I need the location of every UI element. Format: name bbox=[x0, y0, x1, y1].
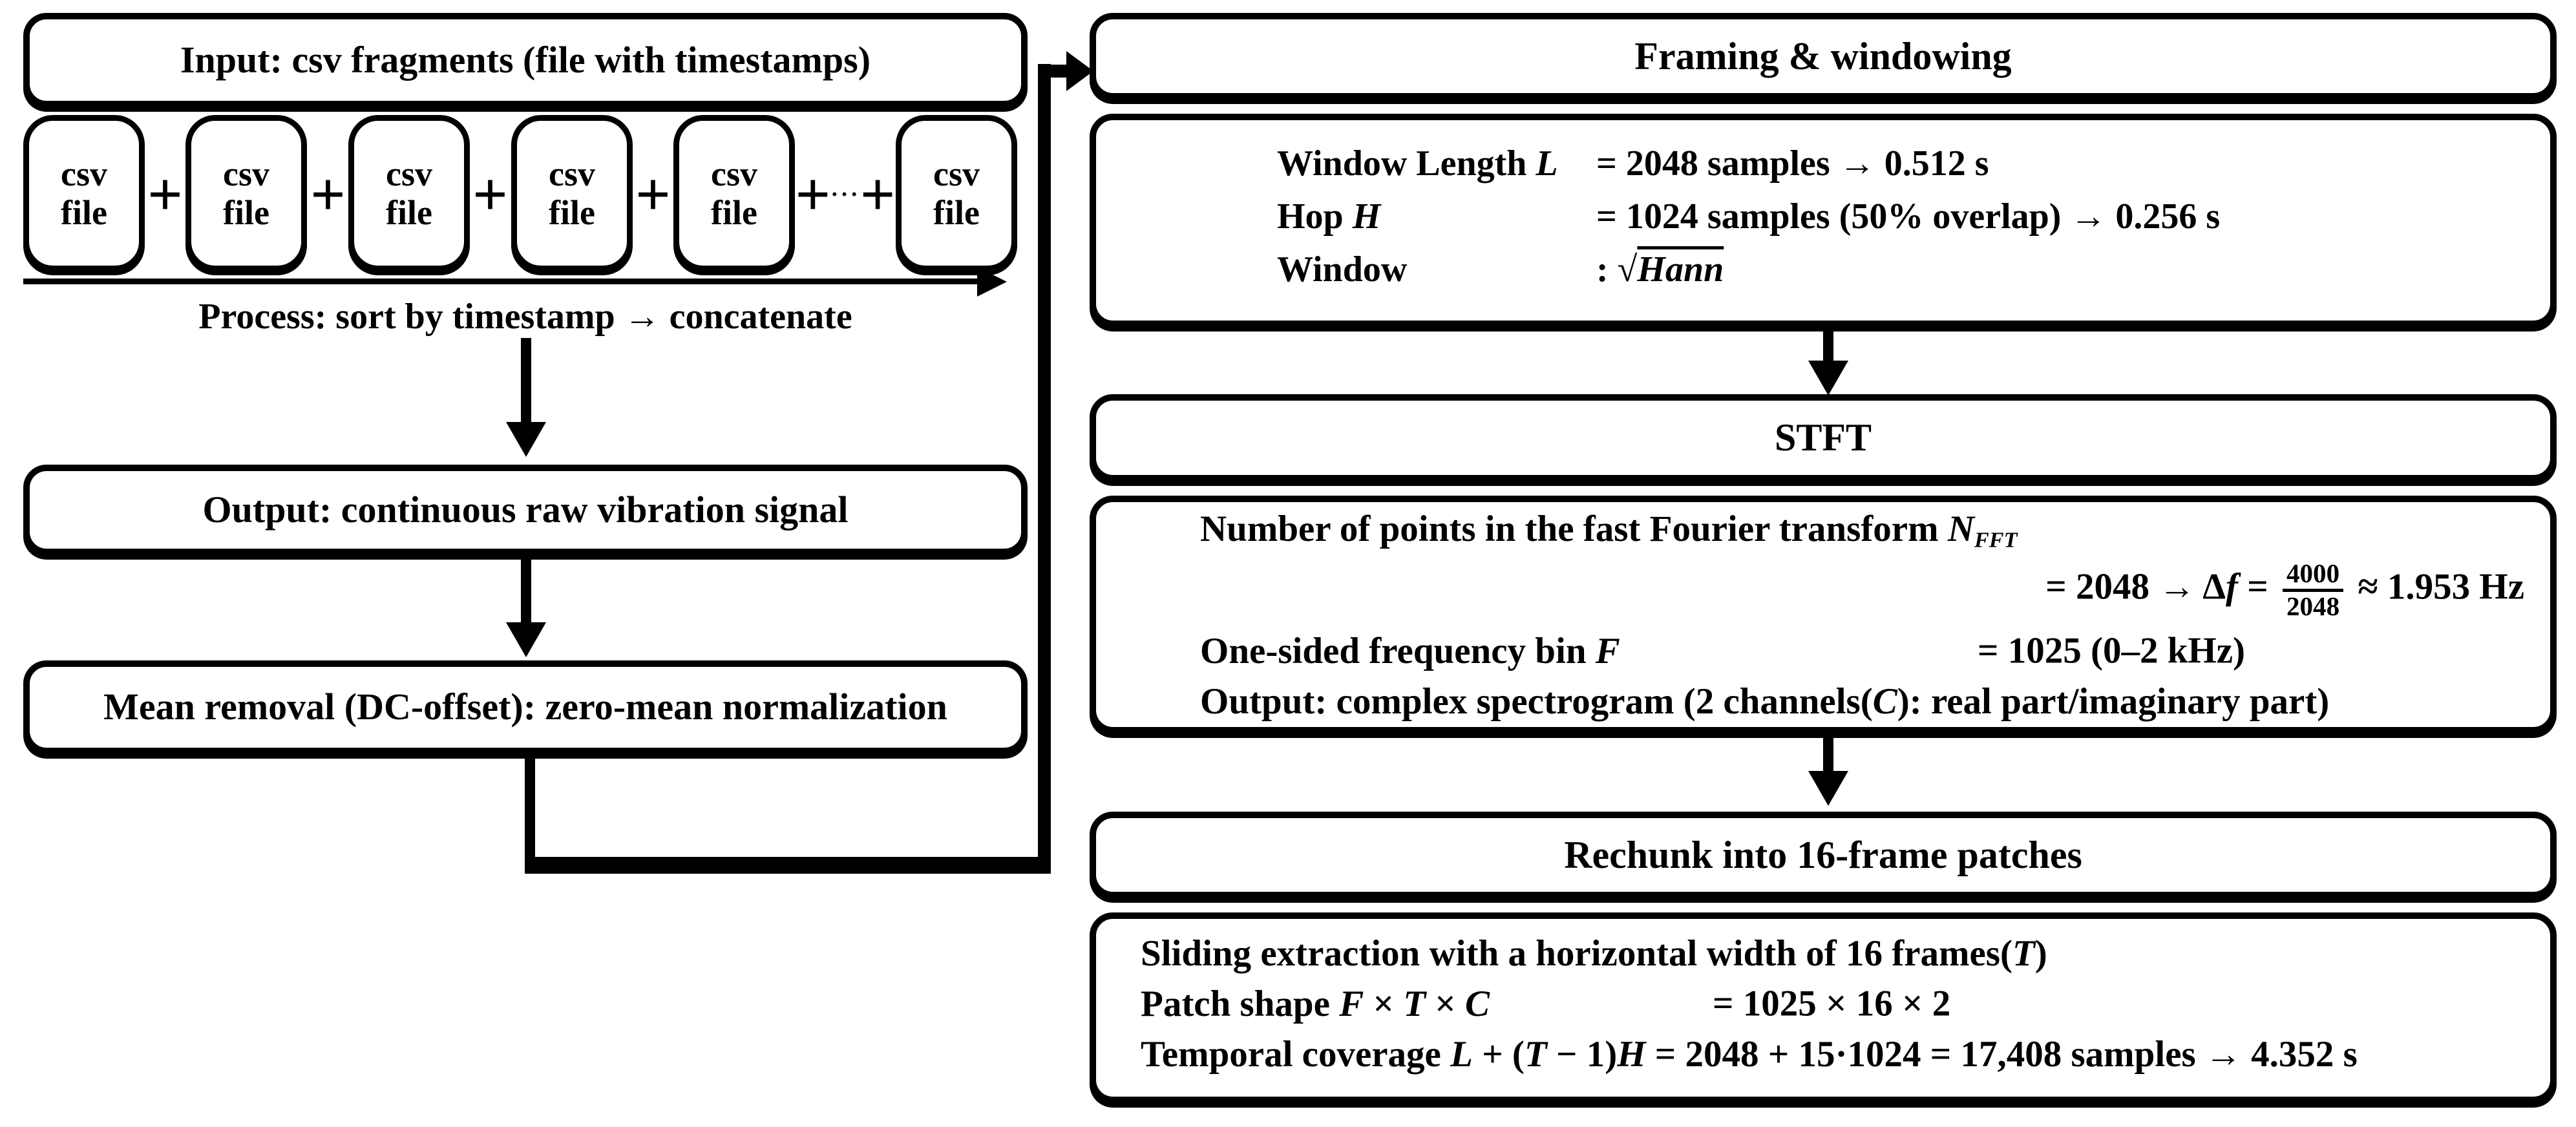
framing-row-window-length: Window Length L = 2048 samples → 0.512 s bbox=[1096, 137, 2550, 190]
plus-ellipsis-operator: +···+ bbox=[795, 159, 896, 229]
csv-file-box-3: csv file bbox=[348, 115, 470, 271]
connector-segment bbox=[1038, 65, 1072, 78]
stft-row-output: Output: complex spectrogram (2 channels(… bbox=[1096, 676, 2550, 727]
timeline-arrow-shaft bbox=[23, 279, 977, 284]
flow-arrowhead-icon bbox=[506, 422, 546, 457]
csv-file-box-4: csv file bbox=[511, 115, 633, 271]
patch-shape-value: = 1025 × 16 × 2 bbox=[1713, 983, 1951, 1024]
flow-arrow-shaft bbox=[521, 338, 531, 423]
flow-arrowhead-icon bbox=[506, 622, 546, 657]
connector-segment bbox=[525, 857, 1051, 874]
framing-row-window: Window : √Hann bbox=[1096, 243, 2550, 296]
patch-row-shape: Patch shape F × T × C = 1025 × 16 × 2 bbox=[1096, 978, 2550, 1029]
framing-row-hop: Hop H = 1024 samples (50% overlap) → 0.2… bbox=[1096, 190, 2550, 243]
framing-windowing-header: Framing & windowing bbox=[1090, 13, 2557, 100]
flow-arrow-shaft bbox=[1823, 328, 1833, 363]
plus-operator-4: + bbox=[635, 159, 671, 229]
plus-operator-2: + bbox=[310, 159, 346, 229]
rechunk-header: Rechunk into 16-frame patches bbox=[1090, 812, 2557, 898]
csv-file-box-2: csv file bbox=[185, 115, 307, 271]
connector-segment bbox=[525, 754, 535, 872]
sliding-extraction-label: Sliding extraction with a horizontal wid… bbox=[1141, 932, 2047, 974]
framing-windowing-title: Framing & windowing bbox=[1634, 34, 2012, 78]
framing-row-label: Window bbox=[1277, 249, 1408, 290]
mean-removal-box: Mean removal (DC-offset): zero-mean norm… bbox=[23, 660, 1028, 754]
framing-row-value: : √Hann bbox=[1596, 249, 1724, 290]
output-box: Output: continuous raw vibration signal bbox=[23, 465, 1028, 555]
csv-file-box-1: csv file bbox=[23, 115, 145, 271]
stft-output-label: Output: complex spectrogram (2 channels(… bbox=[1200, 681, 2330, 722]
framing-detail-box: Window Length L = 2048 samples → 0.512 s… bbox=[1090, 114, 2557, 327]
flow-arrow-shaft bbox=[521, 556, 531, 624]
plus-operator-3: + bbox=[472, 159, 508, 229]
framing-row-value: = 1024 samples (50% overlap) → 0.256 s bbox=[1596, 196, 2221, 237]
timeline-arrowhead-icon bbox=[977, 267, 1007, 297]
patch-row-temporal: Temporal coverage L + (T − 1)H = 2048 + … bbox=[1096, 1029, 2550, 1079]
temporal-coverage-label: Temporal coverage L + (T − 1)H = 2048 + … bbox=[1141, 1033, 2358, 1075]
stft-title: STFT bbox=[1774, 416, 1872, 459]
input-label: Input: csv fragments (file with timestam… bbox=[180, 38, 871, 81]
framing-row-value: = 2048 samples → 0.512 s bbox=[1596, 143, 1989, 184]
connector-segment bbox=[1038, 64, 1051, 874]
stft-row-nfft: Number of points in the fast Fourier tra… bbox=[1096, 505, 2550, 556]
stft-nfft-label: Number of points in the fast Fourier tra… bbox=[1200, 508, 2018, 553]
stft-detail-box: Number of points in the fast Fourier tra… bbox=[1090, 496, 2557, 733]
flow-arrowhead-icon bbox=[1808, 771, 1848, 806]
process-caption: Process: sort by timestamp → concatenate bbox=[198, 297, 852, 337]
input-box: Input: csv fragments (file with timestam… bbox=[23, 13, 1028, 107]
stft-header: STFT bbox=[1090, 394, 2557, 481]
stft-frequency-bin-label: One-sided frequency bin F bbox=[1200, 630, 1620, 671]
flow-arrow-shaft bbox=[1823, 735, 1833, 772]
patch-extraction-box: Sliding extraction with a horizontal wid… bbox=[1090, 912, 2557, 1103]
connector-arrowhead-icon bbox=[1066, 51, 1093, 91]
csv-file-box-6: csv file bbox=[896, 115, 1017, 271]
flow-arrowhead-icon bbox=[1808, 361, 1848, 395]
csv-file-box-5: csv file bbox=[673, 115, 795, 271]
stft-frequency-bin-value: = 1025 (0–2 kHz) bbox=[1978, 630, 2246, 671]
rechunk-title: Rechunk into 16-frame patches bbox=[1564, 833, 2082, 876]
patch-shape-label: Patch shape F × T × C bbox=[1141, 983, 1490, 1024]
mean-removal-label: Mean removal (DC-offset): zero-mean norm… bbox=[103, 686, 947, 728]
stft-row-frequency-bin: One-sided frequency bin F = 1025 (0–2 kH… bbox=[1096, 626, 2550, 677]
output-label: Output: continuous raw vibration signal bbox=[202, 488, 849, 531]
framing-row-label: Hop H bbox=[1277, 196, 1381, 237]
plus-operator-1: + bbox=[147, 159, 183, 229]
framing-row-label: Window Length L bbox=[1277, 143, 1558, 184]
patch-row-sliding: Sliding extraction with a horizontal wid… bbox=[1096, 928, 2550, 978]
